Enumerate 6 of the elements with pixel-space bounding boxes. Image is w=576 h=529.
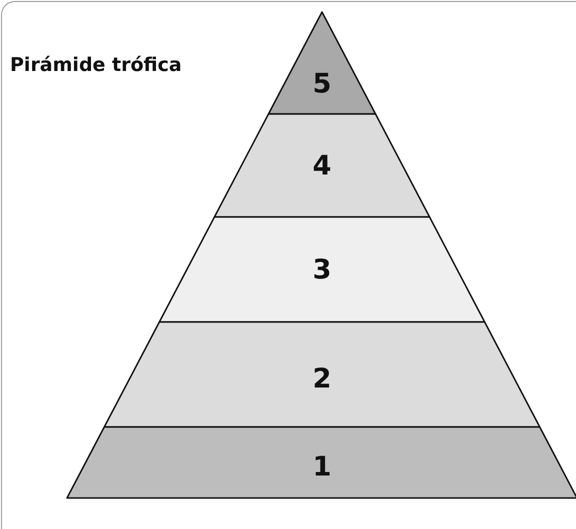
level-number: 3 — [312, 254, 332, 286]
level-number: 5 — [312, 68, 332, 100]
level-number: 4 — [312, 150, 332, 182]
title: Pirámide trófica — [10, 54, 182, 76]
level-number: 2 — [312, 364, 332, 394]
level-number: 1 — [312, 452, 332, 482]
